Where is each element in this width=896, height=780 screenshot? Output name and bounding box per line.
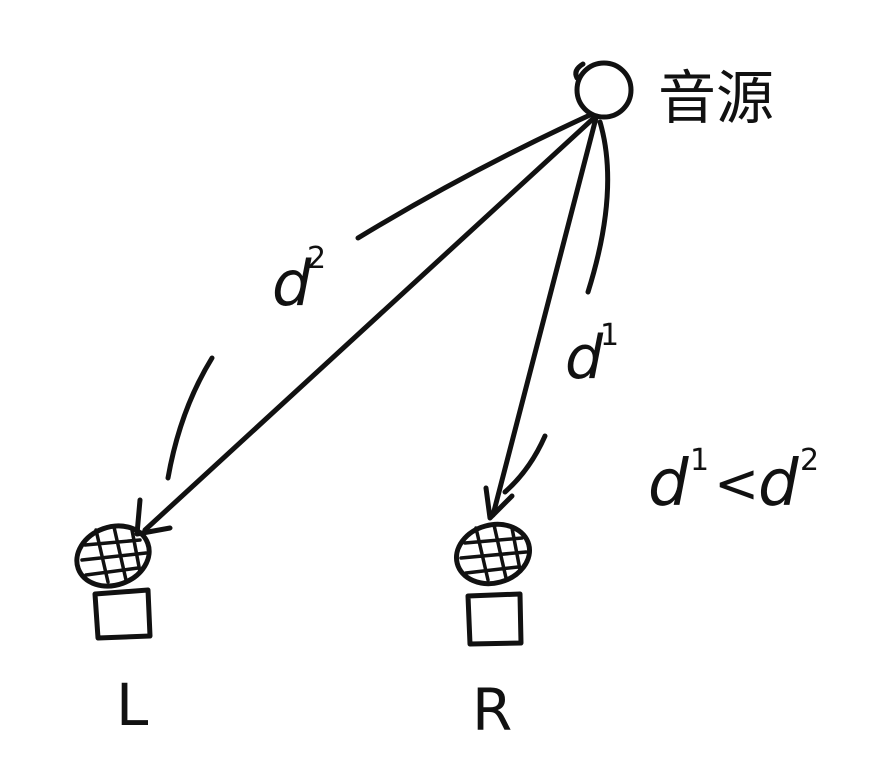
right-mic-grille-icon <box>453 521 533 587</box>
right-mic-label: R <box>472 676 512 744</box>
right-microphone <box>453 521 533 647</box>
left-microphone <box>74 523 153 641</box>
distance-left-arc-upper <box>355 112 593 241</box>
left-mic-grille-icon <box>74 523 152 589</box>
relation-lhs-sup: 1 <box>690 443 709 478</box>
relation-rhs: d <box>758 447 799 521</box>
arrow-to-left-mic <box>142 113 599 533</box>
distance-left-label: d <box>272 247 312 320</box>
distance-right-arc-upper <box>585 119 611 295</box>
arrow-to-right-mic <box>490 115 599 518</box>
left-mic-body <box>92 587 153 641</box>
relation-lhs: d <box>648 447 689 521</box>
arrow-to-left-mic-head <box>134 497 173 537</box>
distance-left-arc-lower <box>165 355 215 481</box>
arrow-to-right-mic-head <box>483 485 515 521</box>
distance-right-label-sup: 1 <box>600 318 619 353</box>
relation-rhs-sup: 2 <box>800 443 819 478</box>
relation-operator: < <box>714 452 759 515</box>
left-mic-label: L <box>116 671 148 739</box>
distance-right-arc-lower <box>502 433 548 495</box>
distance-right-label: d <box>565 323 604 393</box>
sound-source-circle <box>574 60 634 120</box>
right-mic-body <box>465 591 524 647</box>
distance-left-label-sup: 2 <box>307 241 326 276</box>
sound-source-label: 音源 <box>658 64 774 132</box>
sound-source-circle-tail <box>573 61 586 81</box>
